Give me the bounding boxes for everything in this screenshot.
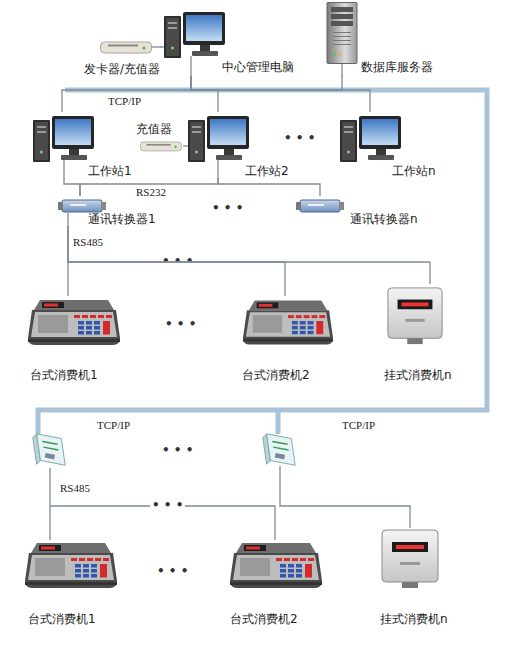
pc-icon	[164, 12, 225, 58]
device-node: 通讯转换器n	[296, 196, 426, 226]
device-caption: 通讯转换器1	[88, 212, 156, 226]
device-node: 数据库服务器	[325, 2, 437, 76]
device-caption: 台式消费机2	[230, 612, 298, 626]
device-node: 工作站1	[33, 112, 138, 178]
device-caption: 中心管理电脑	[222, 60, 294, 74]
protocol-label: TCP/IP	[342, 419, 375, 432]
pos-terminal-icon	[25, 543, 117, 588]
device-node: 通讯转换器1	[58, 196, 160, 226]
cable-connector	[191, 76, 370, 112]
tcp-converter-icon	[33, 434, 65, 465]
ellipsis-mark: • • •	[155, 565, 190, 578]
wire	[190, 56, 191, 77]
device-node: 充值器	[128, 122, 183, 154]
stub-wires	[50, 47, 410, 540]
device-caption: 台式消费机2	[242, 368, 310, 382]
pc-icon	[340, 116, 401, 162]
tcp-bus-drop	[276, 410, 281, 434]
cable-connector	[160, 46, 164, 47]
pc-icon	[33, 116, 94, 162]
cable-connector	[64, 178, 80, 196]
protocol-label: RS232	[136, 186, 166, 199]
pc-icon	[188, 116, 249, 162]
protocol-label: TCP/IP	[97, 419, 130, 432]
wire	[49, 468, 50, 540]
protocol-label: RS485	[60, 482, 90, 495]
device-node: 台式消费机1	[22, 538, 122, 628]
pos-terminal-icon	[28, 300, 120, 345]
cable-connector	[191, 76, 218, 112]
device-caption: 通讯转换器n	[350, 212, 418, 226]
cable-connector	[80, 178, 218, 196]
device-node: 中心管理电脑	[164, 8, 298, 76]
wire	[67, 213, 68, 227]
ellipsis-mark: • • •	[160, 255, 195, 268]
ellipsis-mark: • • •	[150, 499, 185, 512]
device-caption: 工作站1	[88, 164, 132, 178]
cable-connector	[62, 76, 191, 112]
ellipsis-mark: • • •	[210, 202, 245, 215]
device-caption: 台式消费机1	[28, 612, 96, 626]
device-caption: 充值器	[136, 122, 172, 136]
device-caption: 数据库服务器	[361, 60, 433, 74]
protocol-label: RS485	[73, 236, 103, 249]
device-node: 工作站2	[188, 112, 293, 178]
converter-icon	[58, 200, 106, 212]
card-reader-icon	[101, 42, 152, 53]
device-node: 挂式消费机n	[372, 526, 452, 628]
server-icon	[327, 3, 357, 64]
wall-terminal-icon	[388, 288, 442, 344]
device-caption: 工作站n	[392, 164, 436, 178]
device-caption: 工作站2	[245, 164, 289, 178]
ellipsis-mark: • • •	[160, 444, 195, 457]
cable-connector	[68, 226, 430, 284]
device-node: 台式消费机1	[28, 296, 123, 386]
wire	[280, 466, 410, 528]
device-caption: 发卡器/充值器	[84, 62, 160, 76]
device-node: 挂式消费机n	[380, 284, 450, 386]
protocol-label: TCP/IP	[108, 95, 141, 108]
ellipsis-mark: • • •	[282, 132, 317, 145]
device-node: 发卡器/充值器	[82, 38, 160, 76]
device-node: 工作站n	[340, 112, 445, 178]
cable-connector	[67, 226, 68, 296]
device-caption: 挂式消费机n	[384, 368, 452, 382]
device-node: 台式消费机2	[228, 538, 328, 628]
tcp-converter-icon	[263, 434, 295, 465]
wire	[217, 160, 218, 179]
network-bus	[38, 90, 487, 434]
wire	[152, 46, 161, 47]
wire	[341, 62, 342, 77]
cable-connector	[68, 226, 285, 296]
wire	[63, 160, 64, 179]
device-node: 台式消费机2	[240, 296, 335, 386]
converter-icon	[296, 200, 344, 212]
tcp-bus	[38, 90, 487, 434]
ellipsis-mark: • • •	[163, 318, 198, 331]
pos-terminal-icon	[230, 543, 322, 588]
wall-terminal-icon	[382, 530, 438, 588]
device-caption: 挂式消费机n	[380, 612, 448, 626]
cable-connector	[218, 178, 320, 196]
device-caption: 台式消费机1	[30, 368, 98, 382]
cable-connector	[191, 76, 342, 90]
cable-connector	[183, 145, 188, 146]
pos-terminal-icon	[243, 300, 333, 344]
card-reader-icon	[140, 142, 181, 151]
